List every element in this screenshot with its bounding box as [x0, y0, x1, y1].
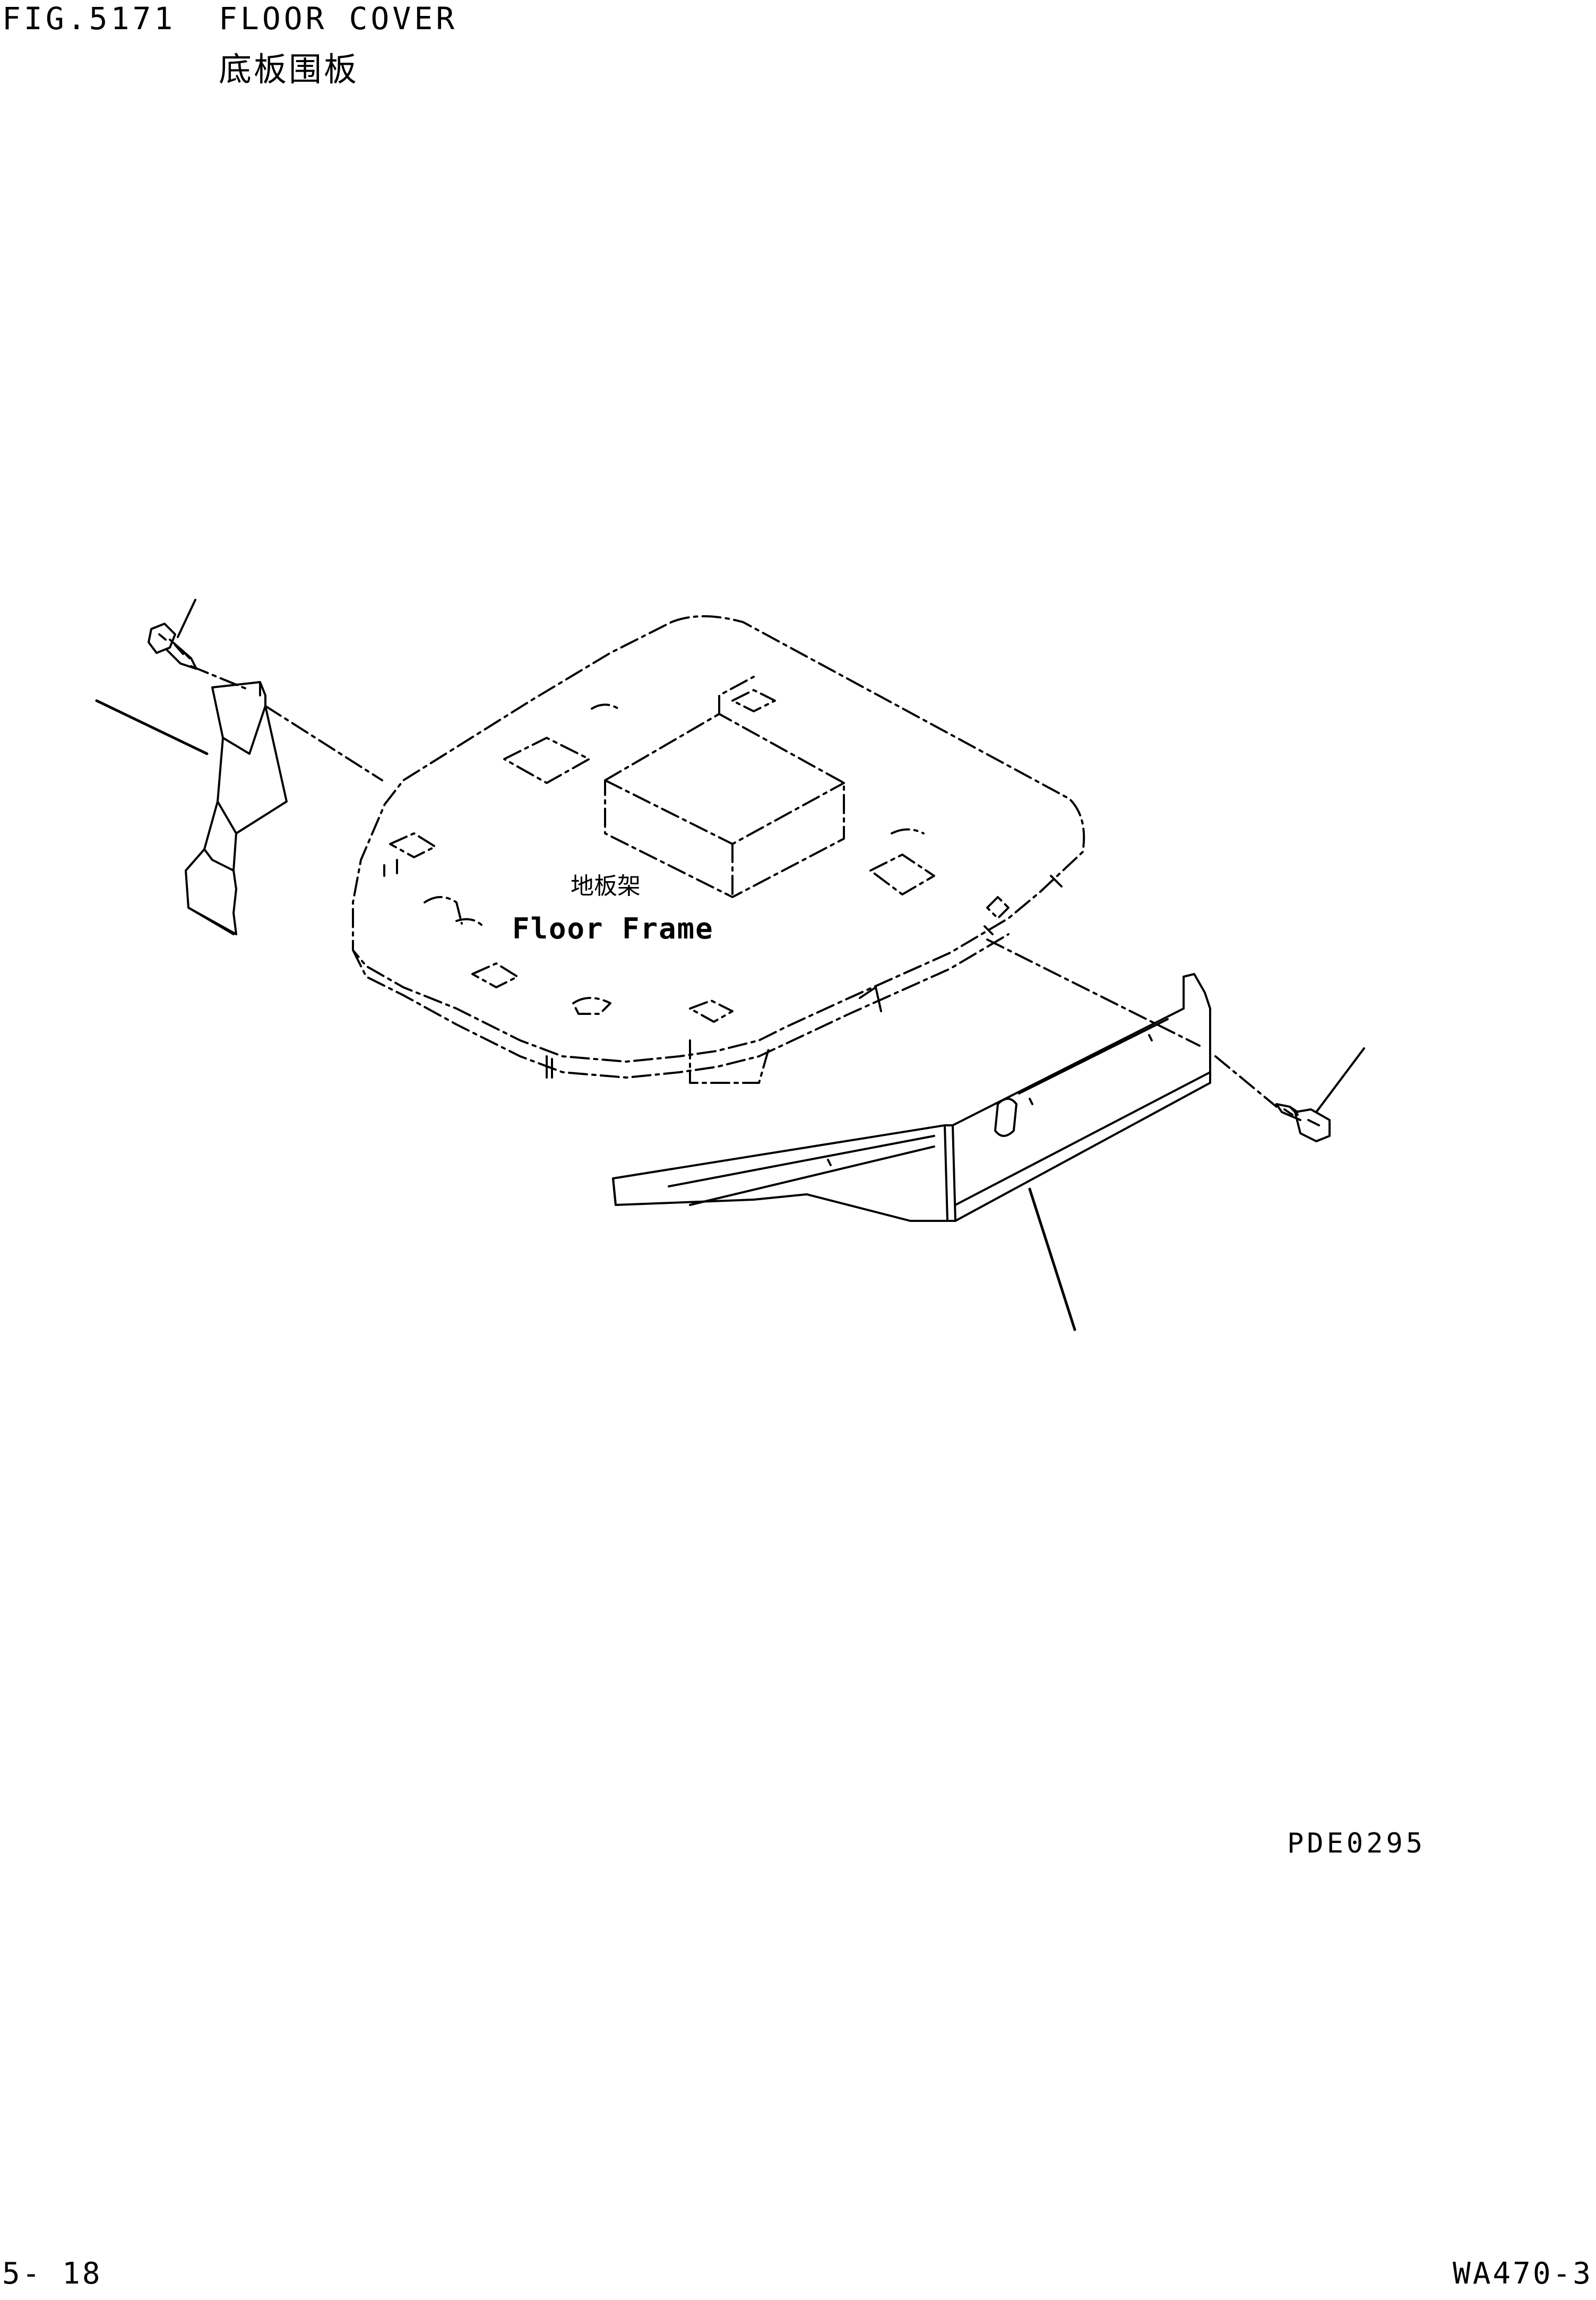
right-bolt	[1275, 1103, 1331, 1142]
drawing-code: PDE0295	[1287, 1828, 1426, 1859]
left-floor-cover-part	[185, 681, 288, 935]
left-bolt	[148, 623, 197, 670]
figure-number: FIG.5171	[2, 1, 176, 37]
right-cover-leader-line	[1028, 1187, 1076, 1331]
figure-title-chinese: 底板围板	[219, 50, 359, 89]
right-bolt-leader-line	[1315, 1047, 1365, 1113]
right-assembly-centerline	[986, 938, 1278, 1108]
right-floor-cover-part	[612, 973, 1211, 1222]
model-code: WA470-3	[1452, 2256, 1593, 2291]
floor-frame-label-en: Floor Frame	[512, 912, 714, 945]
left-assembly-centerline	[190, 665, 383, 781]
floor-frame-outline	[352, 615, 1085, 1084]
page-number: 5- 18	[2, 2256, 102, 2291]
floor-frame-label-zh: 地板架	[571, 873, 641, 900]
figure-title-english: FLOOR COVER	[219, 1, 458, 37]
left-bolt-leader-line	[177, 599, 196, 638]
left-cover-leader-line	[95, 699, 209, 755]
